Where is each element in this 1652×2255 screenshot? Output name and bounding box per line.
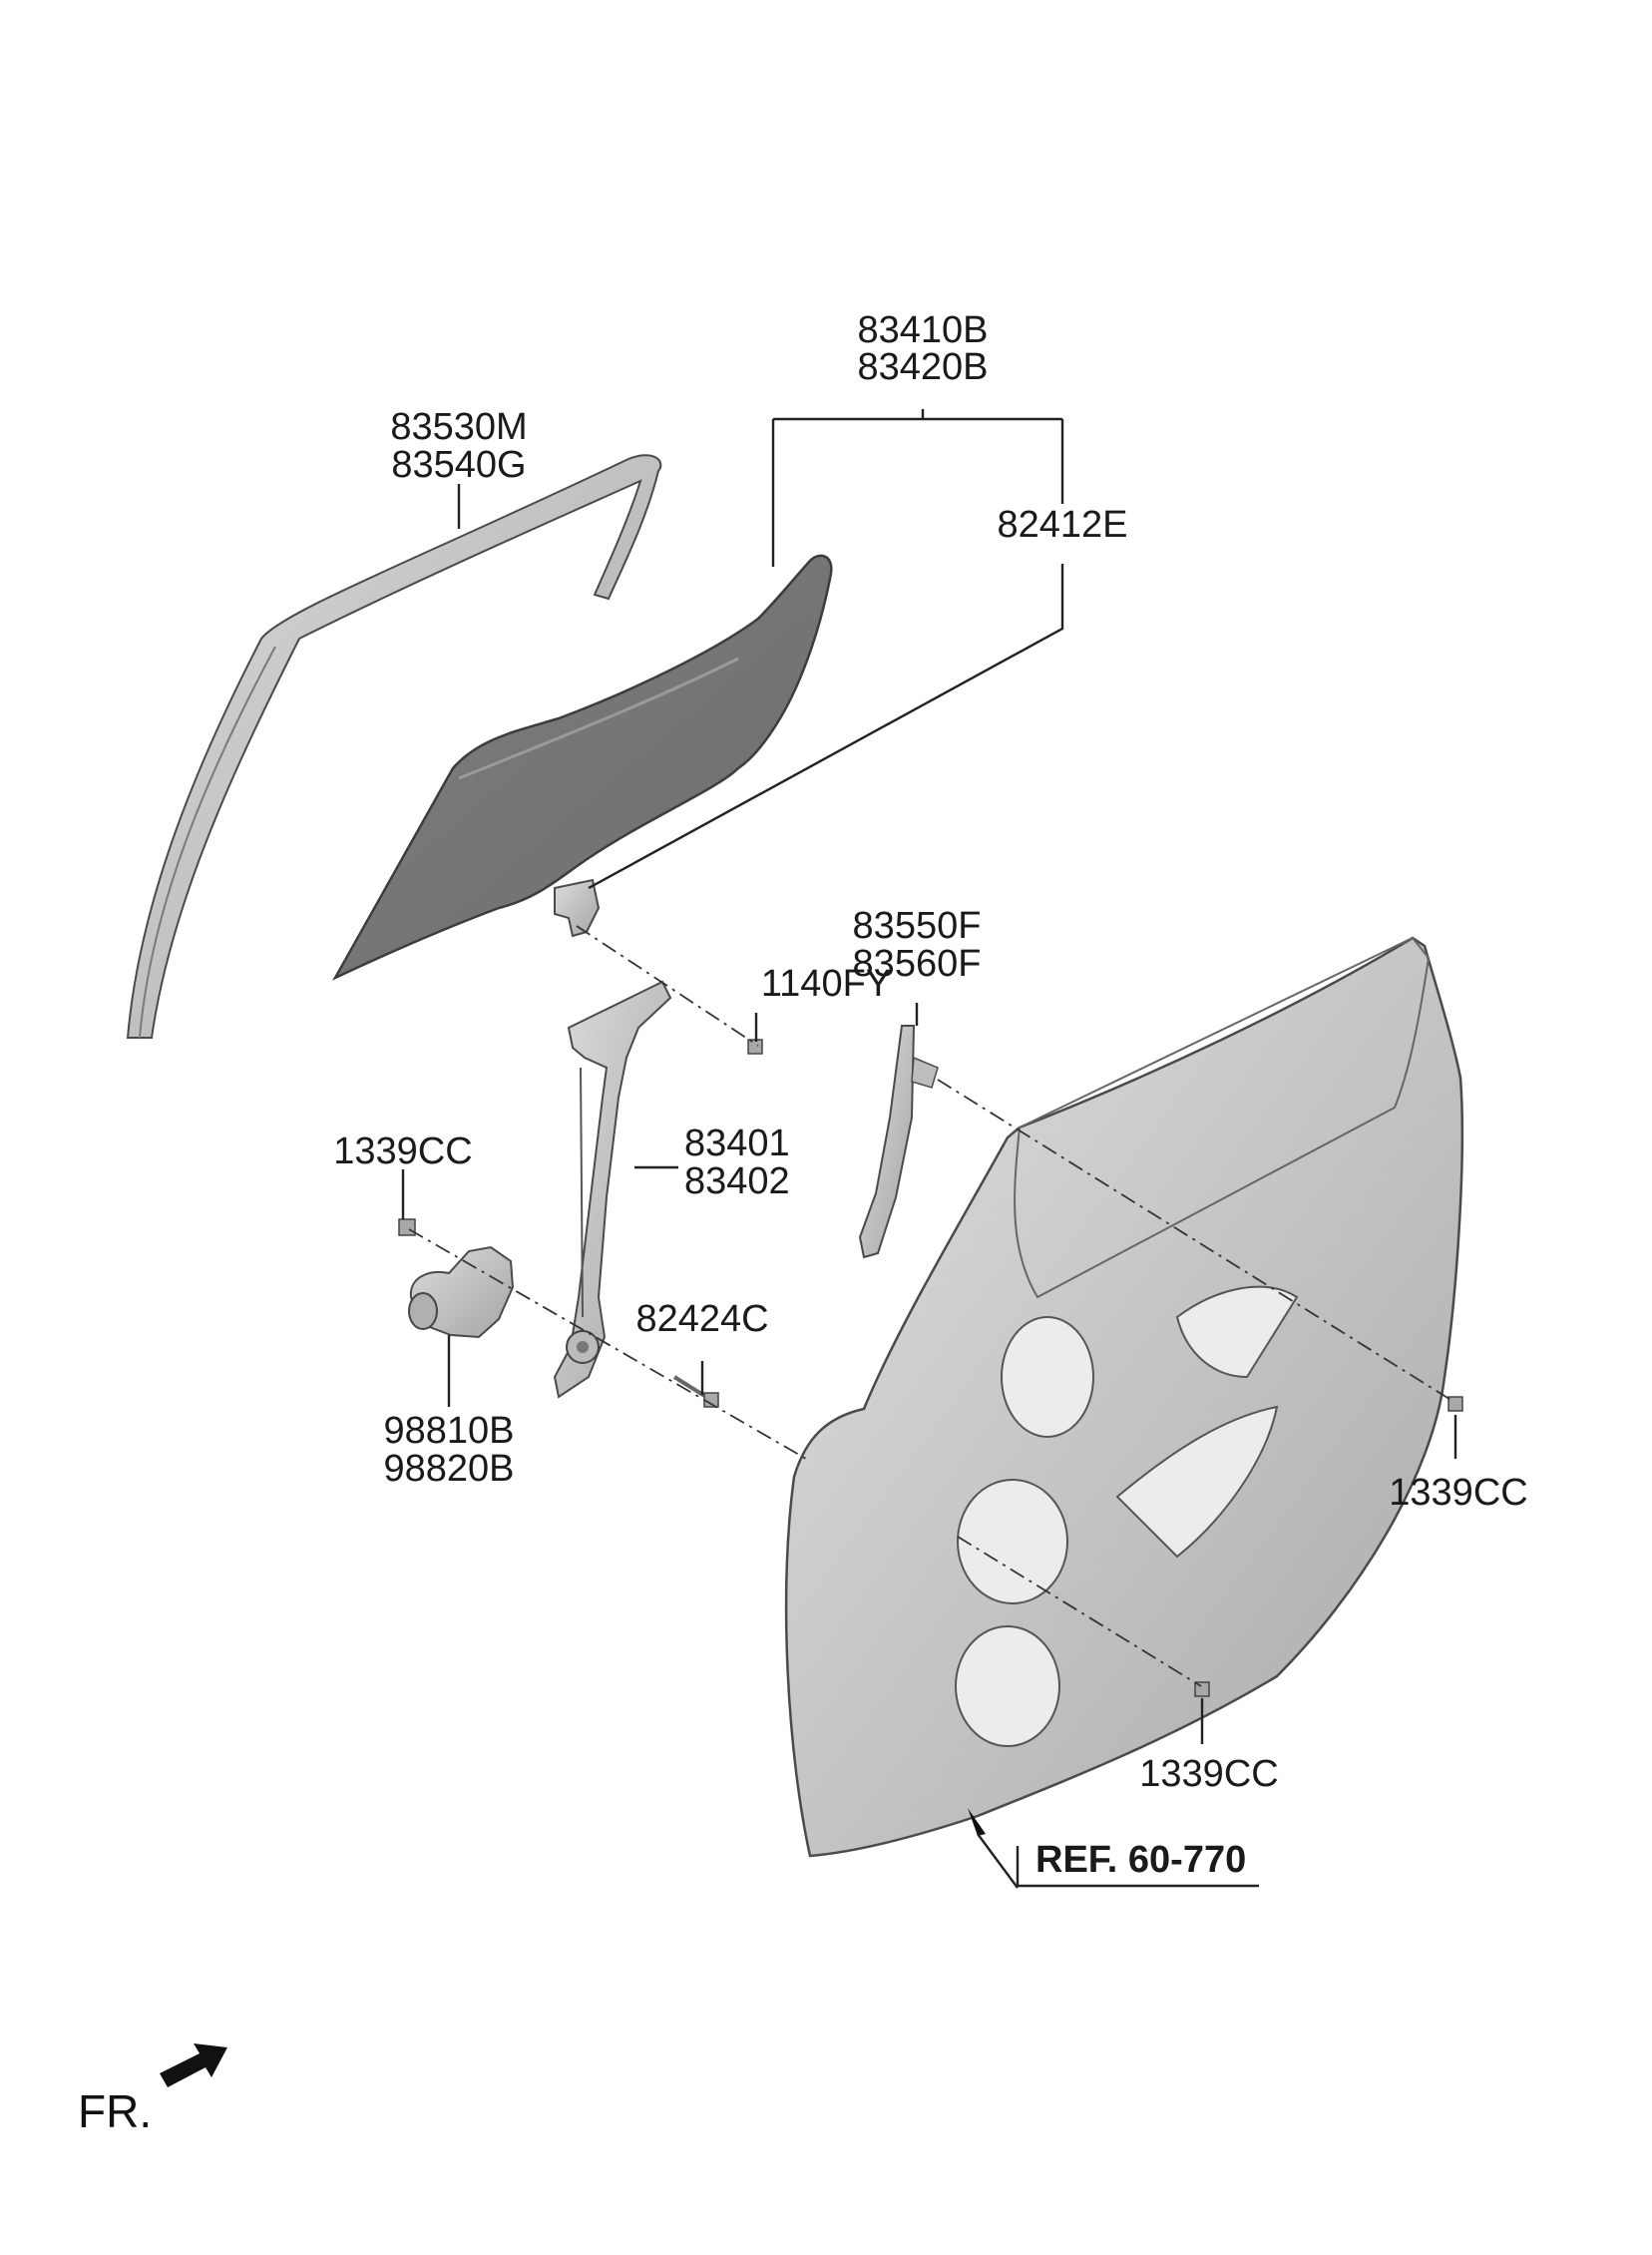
label-98820b: 98820B	[383, 1448, 514, 1490]
label-1140fy: 1140FY	[761, 963, 891, 1005]
label-83420b: 83420B	[857, 346, 988, 388]
window-regulator	[553, 980, 672, 1399]
label-front: FR.	[78, 2085, 152, 2137]
bolt-1140fy	[747, 1039, 763, 1055]
window-motor	[408, 1245, 515, 1339]
door-glass	[332, 554, 833, 981]
leader-lines	[401, 409, 1457, 1889]
label-83550f: 83550F	[853, 905, 982, 947]
label-1339cc-right: 1339CC	[1389, 1472, 1527, 1514]
label-1339cc-left: 1339CC	[333, 1130, 472, 1172]
label-83560f: 83560F	[853, 943, 982, 985]
glass-channel	[554, 878, 601, 938]
door-inner-panel	[784, 936, 1464, 1858]
label-98810b: 98810B	[383, 1410, 514, 1452]
label-82424c: 82424C	[635, 1298, 768, 1340]
front-lower-channel	[858, 1025, 939, 1259]
label-83402: 83402	[684, 1160, 790, 1202]
label-reference: REF. 60-770	[1035, 1839, 1246, 1881]
bolt-1339cc-left	[398, 1218, 416, 1236]
label-83540g: 83540G	[391, 444, 526, 486]
label-83401: 83401	[684, 1123, 790, 1164]
glass-run-weatherstrip	[126, 454, 662, 1039]
label-83530m: 83530M	[390, 406, 527, 448]
label-1339cc-lower: 1339CC	[1139, 1753, 1278, 1795]
assembly-dash-lines	[408, 925, 1453, 1687]
label-83410b: 83410B	[857, 309, 988, 351]
label-82412e: 82412E	[997, 504, 1127, 546]
front-direction-arrow-icon	[160, 2043, 227, 2087]
bolt-1339cc-right	[1447, 1396, 1463, 1412]
cable-clip-82424c	[672, 1375, 719, 1408]
